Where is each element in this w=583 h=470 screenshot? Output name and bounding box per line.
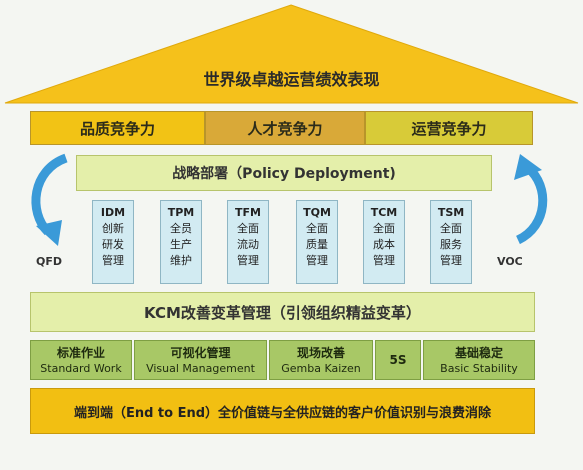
- method-5s: 5S: [375, 340, 421, 380]
- pillar-code: TQM: [303, 206, 331, 219]
- method-en-label: Basic Stability: [440, 361, 518, 375]
- pillar-text: 创新: [102, 222, 124, 235]
- pillar-text: 管理: [237, 254, 259, 267]
- pillar-text: 全面: [237, 222, 259, 235]
- method-en-label: Gemba Kaizen: [281, 361, 361, 375]
- method-cn-label: 5S: [389, 353, 407, 367]
- pillar-tcm: TCM 全面 成本 管理: [363, 200, 405, 284]
- talent-competitiveness: 人才竞争力: [205, 111, 365, 145]
- pillar-text: 管理: [440, 254, 462, 267]
- pillar-tfm: TFM 全面 流动 管理: [227, 200, 269, 284]
- method-cn-label: 现场改善: [296, 345, 345, 360]
- pillar-code: TFM: [235, 206, 261, 219]
- pillar-code: IDM: [100, 206, 126, 219]
- method-cn-label: 基础稳定: [454, 345, 503, 360]
- voc-label: VOC: [497, 255, 523, 268]
- method-cn-label: 标准作业: [56, 345, 105, 360]
- pillar-text: 管理: [102, 254, 124, 267]
- pillar-code: TPM: [167, 206, 195, 219]
- pillar-text: 服务: [440, 238, 462, 251]
- pillar-text: 全面: [440, 222, 462, 235]
- pillar-text: 全员: [170, 222, 192, 235]
- pillar-tsm: TSM 全面 服务 管理: [430, 200, 472, 284]
- kcm-change-management-bar: KCM改善变革管理（引领组织精益变革）: [30, 292, 535, 332]
- pillar-code: TCM: [370, 206, 398, 219]
- pillar-text: 全面: [306, 222, 328, 235]
- right-cycle-arrow-icon: [514, 154, 548, 245]
- method-en-label: Visual Management: [146, 361, 255, 375]
- end-to-end-foundation-bar: 端到端（End to End）全价值链与全供应链的客户价值识别与浪费消除: [30, 388, 535, 434]
- left-cycle-arrow-icon: [31, 153, 68, 246]
- qfd-label: QFD: [36, 255, 62, 268]
- pillar-tpm: TPM 全员 生产 维护: [160, 200, 202, 284]
- pillar-tqm: TQM 全面 质量 管理: [296, 200, 338, 284]
- operations-competitiveness: 运营竞争力: [365, 111, 533, 145]
- method-standard-work: 标准作业 Standard Work: [30, 340, 132, 380]
- roof-title: 世界级卓越运营绩效表现: [203, 70, 380, 89]
- method-en-label: Standard Work: [40, 361, 122, 375]
- method-cn-label: 可视化管理: [170, 345, 231, 360]
- pillar-text: 管理: [373, 254, 395, 267]
- pillar-text: 生产: [170, 238, 192, 251]
- quality-competitiveness: 品质竞争力: [30, 111, 205, 145]
- pillar-code: TSM: [437, 206, 465, 219]
- pillar-text: 成本: [373, 238, 395, 251]
- roof-triangle: [4, 4, 579, 104]
- policy-deployment-bar: 战略部署（Policy Deployment): [76, 155, 492, 191]
- method-visual-management: 可视化管理 Visual Management: [134, 340, 267, 380]
- pillar-text: 管理: [306, 254, 328, 267]
- method-gemba-kaizen: 现场改善 Gemba Kaizen: [269, 340, 373, 380]
- pillar-text: 维护: [170, 254, 192, 267]
- pillar-text: 研发: [102, 238, 124, 251]
- pillar-text: 流动: [237, 238, 259, 251]
- pillar-text: 全面: [373, 222, 395, 235]
- pillar-text: 质量: [306, 238, 328, 251]
- method-basic-stability: 基础稳定 Basic Stability: [423, 340, 535, 380]
- pillar-idm: IDM 创新 研发 管理: [92, 200, 134, 284]
